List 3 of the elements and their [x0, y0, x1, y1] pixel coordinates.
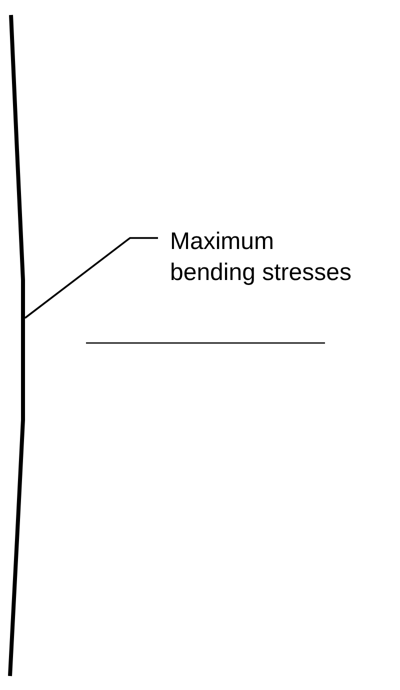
leader-line — [24, 237, 158, 319]
annotation-text: Maximum bending stresses — [170, 226, 360, 288]
deflected-column — [8, 14, 25, 676]
